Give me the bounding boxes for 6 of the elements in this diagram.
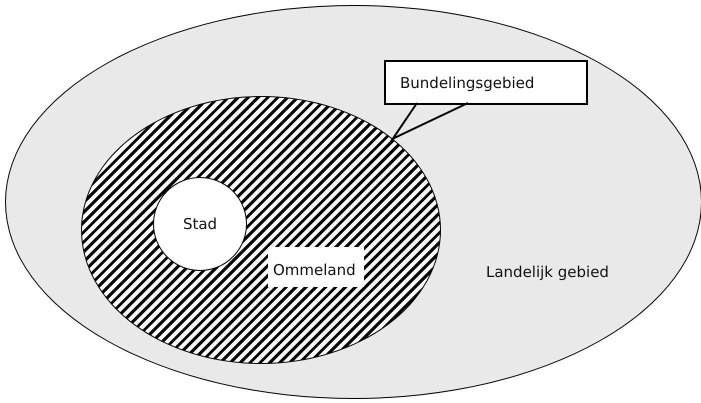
area-label: Stad <box>182 215 218 233</box>
area-label: Ommeland <box>268 247 364 287</box>
city-circle <box>153 177 247 271</box>
area-label: Bundelingsgebied <box>399 74 534 92</box>
callout-box <box>384 60 588 105</box>
area-label: Landelijk gebied <box>486 263 609 281</box>
